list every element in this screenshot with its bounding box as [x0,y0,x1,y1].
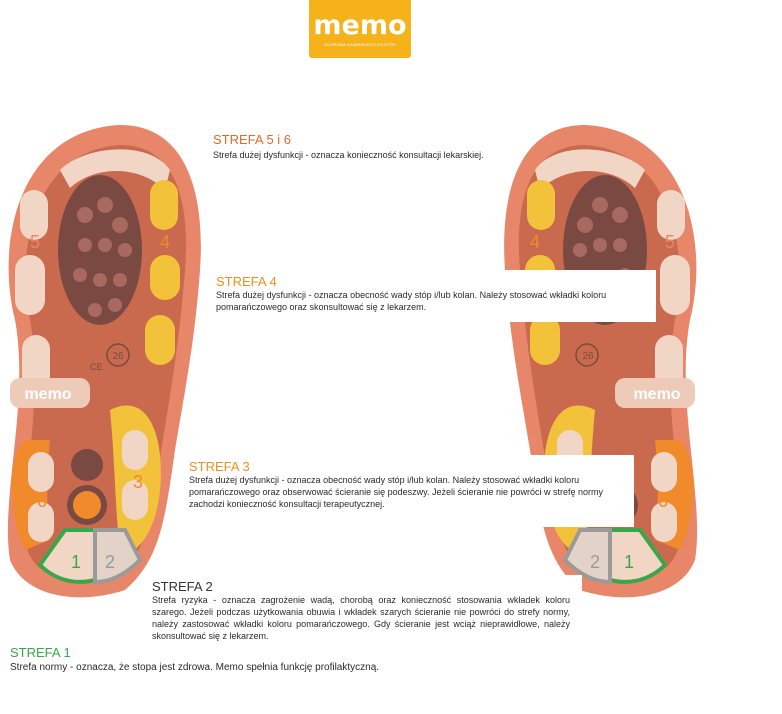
sole-print: memo [24,386,71,403]
right-sole-number-4: 4 [530,232,540,252]
zone-3-desc: Strefa dużej dysfunkcji - oznacza obecno… [189,475,604,509]
right-sole-print: memo [633,386,680,403]
zone-4-block: STREFA 4 Strefa dużej dysfunkcji - oznac… [210,270,656,322]
logo-tagline: OCHRONA NAJMNIEJSZYCH STÓP [324,41,396,47]
zone-3-block: STREFA 3 Strefa dużej dysfunkcji - oznac… [183,455,634,527]
zone-3-title: STREFA 3 [189,459,250,474]
logo-word: memo [313,9,407,41]
right-sole-number-2: 2 [590,552,600,572]
right-sole-illustration: 4 5 26 memo 6 1 2 [504,125,698,598]
zone-5-6-title: STREFA 5 i 6 [213,132,292,147]
sole-number-3: 3 [133,472,143,492]
size-mark: 26 [112,351,124,362]
zone-1-desc: Strefa normy - oznacza, że stopa jest zd… [10,662,380,673]
zone-5-6-block: STREFA 5 i 6 Strefa dużej dysfunkcji - o… [213,132,533,161]
zone-4-title: STREFA 4 [216,274,277,289]
zone-5-6-desc: Strefa dużej dysfunkcji - oznacza koniec… [213,150,484,160]
sole-number-6: 6 [37,491,47,511]
zone-2-block: STREFA 2 Strefa ryzyka - oznacza zagroże… [145,575,582,647]
right-sole-number-1: 1 [624,552,634,572]
left-sole-illustration: 5 4 26 CE memo 3 6 1 2 [7,125,201,598]
sole-number-5: 5 [30,232,40,252]
zone-2-desc: Strefa ryzyka - oznacza zagrożenie wadą,… [152,595,570,641]
memo-logo: memo OCHRONA NAJMNIEJSZYCH STÓP [309,0,411,58]
right-size-mark: 26 [582,351,594,362]
sole-number-2: 2 [105,552,115,572]
zone-4-desc: Strefa dużej dysfunkcji - oznacza obecno… [216,290,607,312]
sole-number-4: 4 [160,232,170,252]
ce-mark: CE [90,362,103,372]
right-sole-number-6: 6 [658,491,668,511]
right-sole-number-5: 5 [665,232,675,252]
sole-number-1: 1 [71,552,81,572]
zone-1-title: STREFA 1 [10,645,71,660]
zone-2-title: STREFA 2 [152,579,213,594]
zone-1-block: STREFA 1 Strefa normy - oznacza, że stop… [10,645,530,674]
